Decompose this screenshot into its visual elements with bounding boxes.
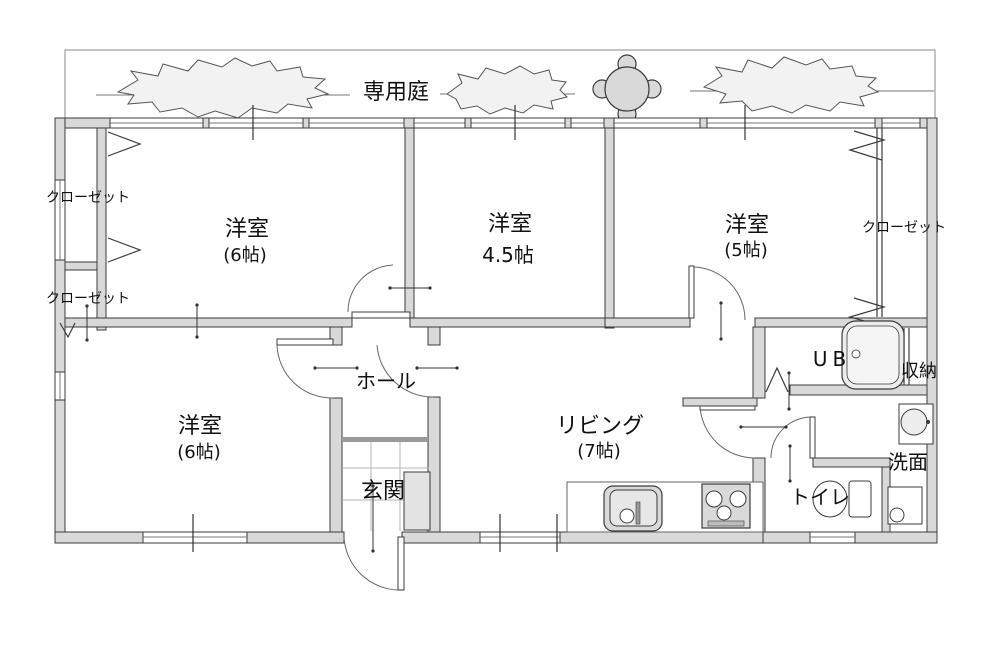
- entrance-step: [342, 437, 428, 442]
- folding-door-icon: [59, 322, 76, 339]
- door-leaf-washroom: [699, 405, 756, 411]
- window-mullion: [564, 117, 572, 129]
- closet-w-label: クローゼット: [46, 291, 130, 307]
- door-leaf-center-bedroom: [351, 311, 411, 319]
- door-arc-toilet: [770, 416, 811, 459]
- door-arc-entrance: [343, 536, 399, 591]
- door-arc-sw-bedroom: [276, 344, 334, 399]
- wall-divider-center-ne: [604, 127, 615, 329]
- washbasin-icon: [898, 403, 934, 445]
- wall-hall-west-lower: [329, 397, 343, 533]
- kitchen-sink-icon: [603, 485, 663, 532]
- door-arc-center-bedroom: [347, 264, 394, 313]
- room-bedroom-ne-size: (5帖): [724, 240, 768, 261]
- bush-icon: [116, 57, 330, 119]
- window-mullion: [302, 117, 310, 129]
- wall-segment: [762, 531, 811, 544]
- bush-icon: [446, 65, 568, 115]
- bush-icon: [702, 56, 880, 114]
- door-leaf-sw-bedroom: [276, 338, 334, 346]
- inner-walls: [64, 127, 928, 533]
- private-garden: 専用庭: [64, 49, 936, 124]
- bathtub-icon: [841, 320, 905, 390]
- wall-closet-divider: [64, 261, 98, 271]
- room-bedroom-nw-label: 洋室: [225, 217, 269, 242]
- wall-hall-east-upper: [427, 326, 441, 346]
- doors: [59, 130, 887, 591]
- window-mullion: [603, 117, 615, 129]
- room-bedroom-ne-label: 洋室: [725, 213, 769, 238]
- shoe-cabinet: [403, 471, 431, 531]
- folding-door-icon: [107, 237, 142, 263]
- wall-ne-bottom: [604, 317, 691, 328]
- unit-bath-label: UB: [813, 347, 851, 371]
- closet-nw-label: クローゼット: [46, 190, 130, 206]
- wall-long-west: [64, 317, 353, 328]
- outer-walls: [54, 117, 938, 544]
- gas-stove-icon: [701, 483, 751, 529]
- washroom-label: 洗面: [888, 450, 928, 474]
- wall-divider-nw-center: [404, 127, 415, 319]
- door-leaf-entrance: [397, 536, 405, 591]
- kitchen-counter: [566, 481, 764, 533]
- wall-ub-top: [754, 317, 928, 328]
- wall-long-mid: [409, 317, 606, 328]
- wall-right: [926, 117, 938, 544]
- room-bedroom-nw-size: (6帖): [223, 245, 267, 266]
- room-bedroom-sw-size: (6帖): [177, 442, 221, 463]
- wall-ub-west: [752, 326, 766, 399]
- garden-table-icon: [592, 54, 662, 124]
- window-mullion: [202, 117, 210, 129]
- window-mullion: [403, 117, 415, 129]
- dimension-marks: [85, 286, 792, 553]
- entrance-label: 玄関: [361, 479, 405, 504]
- window-mullion: [464, 117, 472, 129]
- toilet-label: トイレ: [790, 485, 850, 509]
- wall-hall-east-lower: [427, 396, 441, 533]
- room-bedroom-center-size: 4.5帖: [482, 243, 534, 267]
- wall-toilet-top: [812, 457, 891, 468]
- washing-machine-pan-icon: [887, 486, 923, 525]
- door-leaf-toilet: [809, 416, 816, 459]
- wall-closet-front: [96, 127, 107, 331]
- wall-segment: [559, 531, 764, 544]
- wall-segment: [54, 531, 144, 544]
- wall-segment: [401, 531, 481, 544]
- wall-washroom-entry: [682, 397, 758, 407]
- bath-folding-door-icon: [765, 366, 789, 393]
- room-living-label: リビング: [556, 414, 644, 439]
- window-ticks: [192, 105, 746, 552]
- window-mullion: [699, 117, 708, 129]
- door-leaf-ne-bedroom: [688, 265, 695, 319]
- room-bedroom-sw-label: 洋室: [178, 414, 222, 439]
- storage-label: 収納: [901, 361, 937, 382]
- hall-label: ホール: [356, 369, 416, 393]
- window-mullion: [874, 117, 883, 129]
- door-arc-hall-living: [376, 344, 434, 398]
- entrance-detail: [342, 437, 431, 531]
- door-arc-ne-bedroom: [693, 266, 746, 321]
- toilet-bowl-icon: [812, 480, 872, 518]
- folding-door-icon: [107, 131, 142, 157]
- door-arc-washroom: [699, 405, 756, 459]
- room-bedroom-center-label: 洋室: [488, 212, 532, 237]
- closet-zigzag-icon: [847, 130, 887, 161]
- garden-label: 専用庭: [363, 80, 429, 105]
- closet-e-label: クローゼット: [862, 220, 946, 236]
- wall-segment: [854, 531, 938, 544]
- wall-segment: [246, 531, 345, 544]
- room-labels: 洋室 (6帖) 洋室 4.5帖 洋室 (5帖) 洋室 (6帖) リビング (7帖…: [46, 190, 946, 509]
- room-living-size: (7帖): [577, 441, 621, 462]
